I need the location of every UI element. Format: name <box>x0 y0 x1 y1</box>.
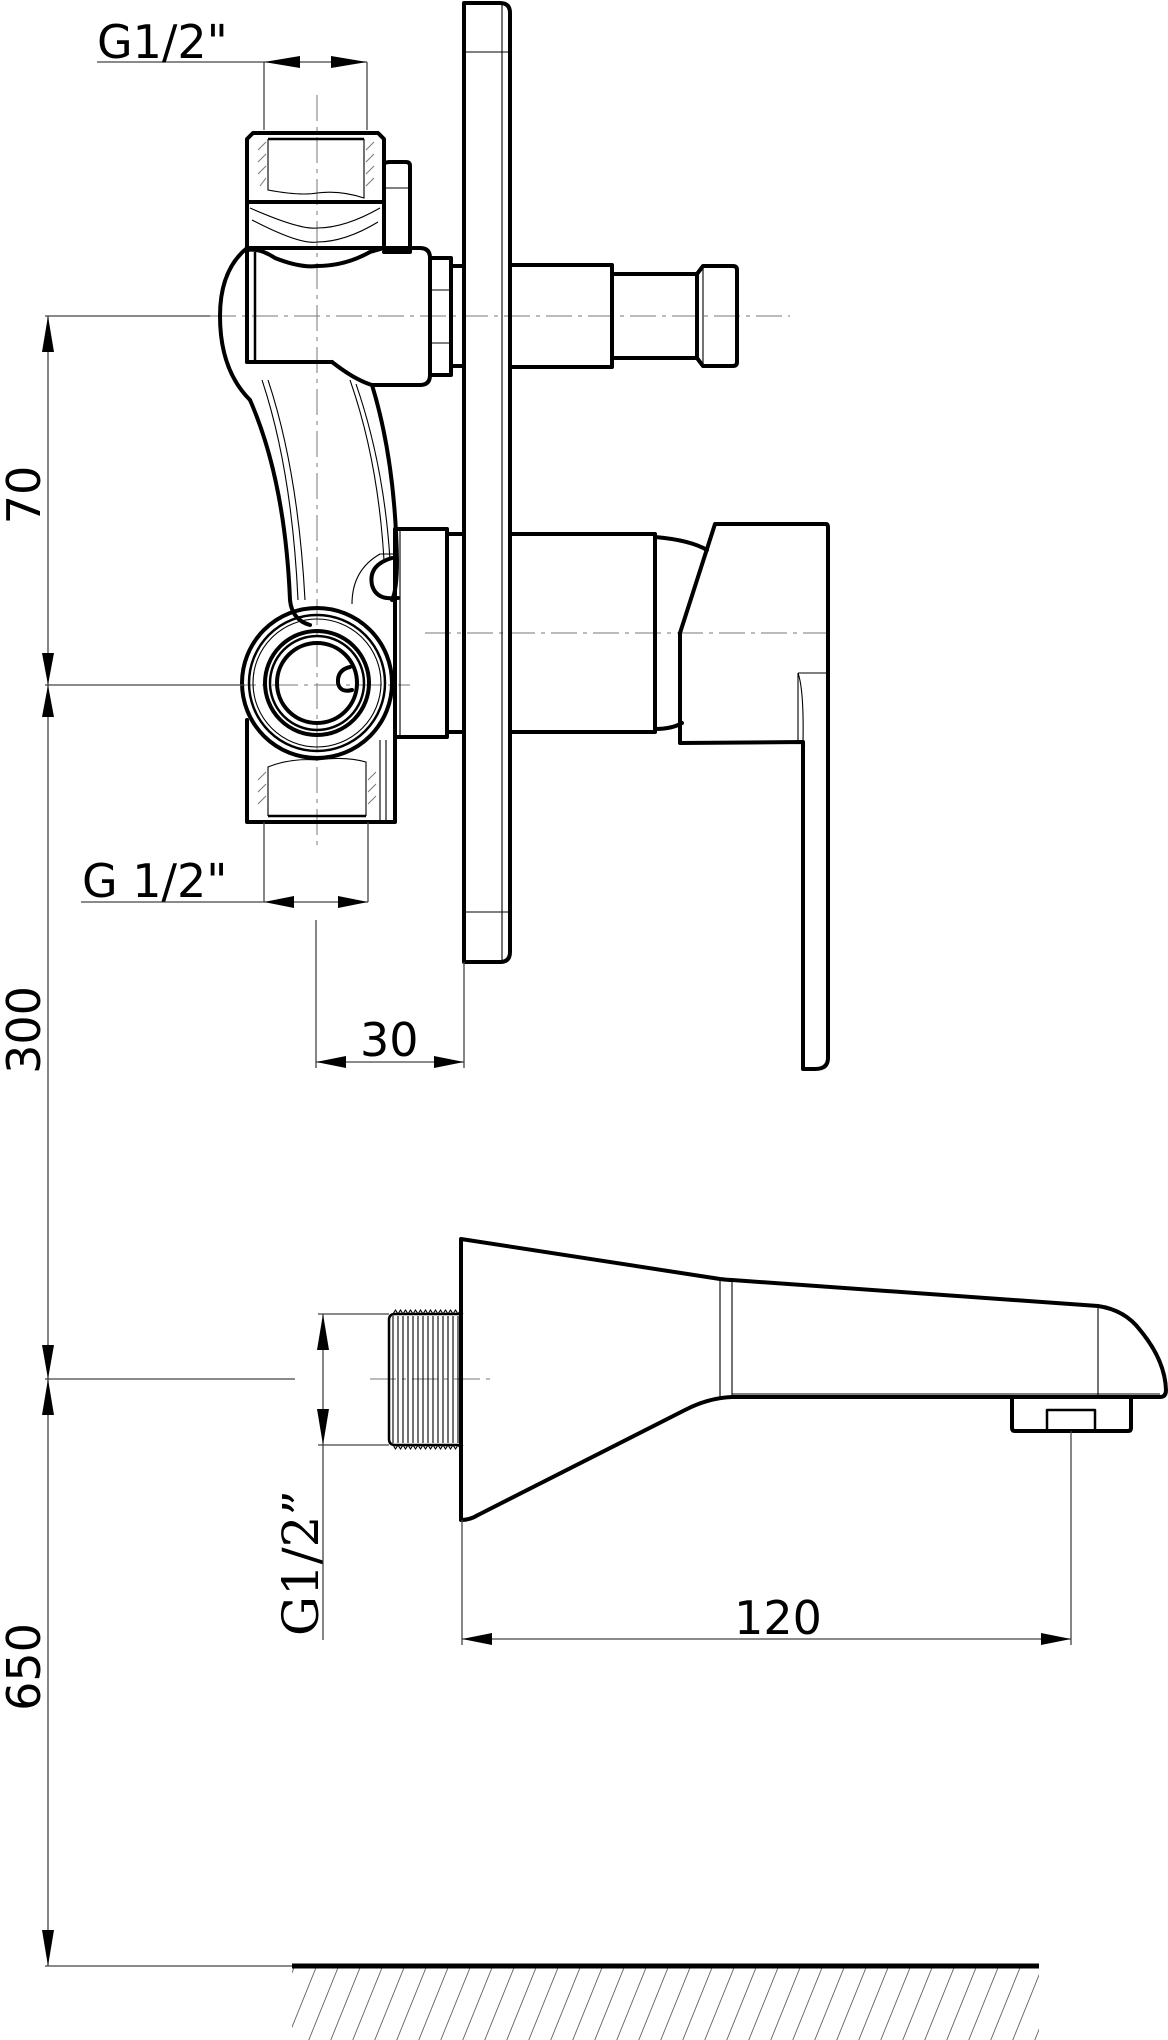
mixer-body <box>218 131 466 824</box>
dim-wall-depth: 30 <box>315 920 465 1068</box>
cover-plate <box>462 1 512 964</box>
floor <box>292 1963 1039 2040</box>
dim-spout-thread: G1/2” <box>272 1313 389 1640</box>
label-bottom-inlet-thread: G 1/2" <box>82 854 227 908</box>
dim-bottom-inlet-thread: G 1/2" <box>81 822 369 908</box>
label-spout-to-floor: 650 <box>0 1623 51 1711</box>
label-spout-thread: G1/2” <box>272 1490 330 1636</box>
label-wall-depth: 30 <box>360 1013 419 1067</box>
label-top-inlet-thread: G1/2" <box>97 15 228 69</box>
dim-spout-projection: 120 <box>461 1431 1072 1645</box>
label-inlet-spacing: 70 <box>0 466 51 525</box>
dim-vertical-chain: 70 300 650 <box>0 315 295 1967</box>
spout-thread <box>387 1308 464 1451</box>
wall-spout <box>387 1237 1168 1522</box>
diverter-knob <box>508 263 739 369</box>
dim-top-inlet-thread: G1/2" <box>97 15 368 130</box>
dimensions: G1/2" G 1/2" 30 <box>0 15 1072 1967</box>
label-spout-projection: 120 <box>734 1591 822 1645</box>
label-mixer-to-spout: 300 <box>0 986 51 1074</box>
bottom-inlet-ring <box>240 606 394 760</box>
mixing-handle <box>508 522 830 1071</box>
